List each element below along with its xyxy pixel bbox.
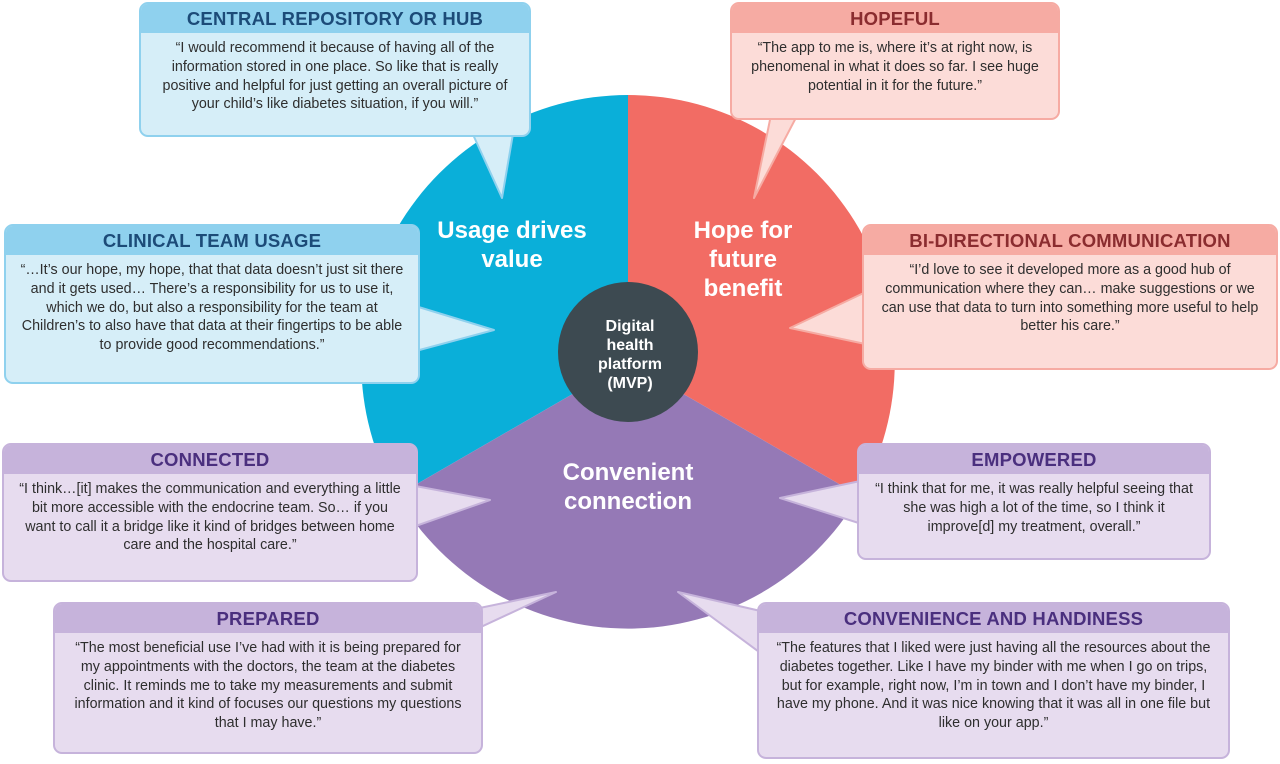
card-central-repository: CENTRAL REPOSITORY OR HUB “I would recom… [139, 2, 531, 137]
card-prepared: PREPARED “The most beneficial use I’ve h… [53, 602, 483, 754]
segment-hope-label: Hope for future benefit [693, 217, 793, 302]
center-hub-label: Digital health platform (MVP) [598, 318, 662, 392]
center-hub [558, 282, 698, 422]
card-title: PREPARED [55, 604, 481, 633]
card-quote: “The most beneficial use I’ve had with i… [74, 640, 462, 732]
card-title: CONVENIENCE AND HANDINESS [759, 604, 1228, 633]
card-quote: “I think…[it] makes the communication an… [19, 481, 401, 554]
card-title: CLINICAL TEAM USAGE [6, 226, 418, 255]
card-empowered: EMPOWERED “I think that for me, it was r… [857, 443, 1211, 560]
card-bi-directional-communication: BI-DIRECTIONAL COMMUNICATION “I’d love t… [862, 224, 1278, 370]
segment-hope-wedge [628, 95, 895, 496]
card-hopeful: HOPEFUL “The app to me is, where it’s at… [730, 2, 1060, 120]
card-quote: “The features that I liked were just hav… [776, 640, 1211, 732]
card-convenience-and-handiness: CONVENIENCE AND HANDINESS “The features … [757, 602, 1230, 759]
card-title: BI-DIRECTIONAL COMMUNICATION [864, 226, 1276, 255]
card-quote: “I would recommend it because of having … [162, 40, 508, 113]
card-title: CONNECTED [4, 445, 416, 474]
card-title: HOPEFUL [732, 4, 1058, 33]
card-quote: “I’d love to see it developed more as a … [881, 262, 1259, 335]
segment-convenient-wedge [397, 362, 859, 629]
card-title: CENTRAL REPOSITORY OR HUB [141, 4, 529, 33]
card-title: EMPOWERED [859, 445, 1209, 474]
segment-usage-label: Usage drives value [437, 217, 587, 273]
card-clinical-team-usage: CLINICAL TEAM USAGE “…It’s our hope, my … [4, 224, 420, 384]
segment-usage-wedge [361, 95, 628, 496]
card-quote: “The app to me is, where it’s at right n… [751, 40, 1039, 94]
card-quote: “…It’s our hope, my hope, that that data… [20, 262, 404, 354]
card-connected: CONNECTED “I think…[it] makes the commun… [2, 443, 418, 582]
card-quote: “I think that for me, it was really help… [875, 481, 1193, 535]
segment-convenient-label: Convenient connection [562, 459, 694, 515]
